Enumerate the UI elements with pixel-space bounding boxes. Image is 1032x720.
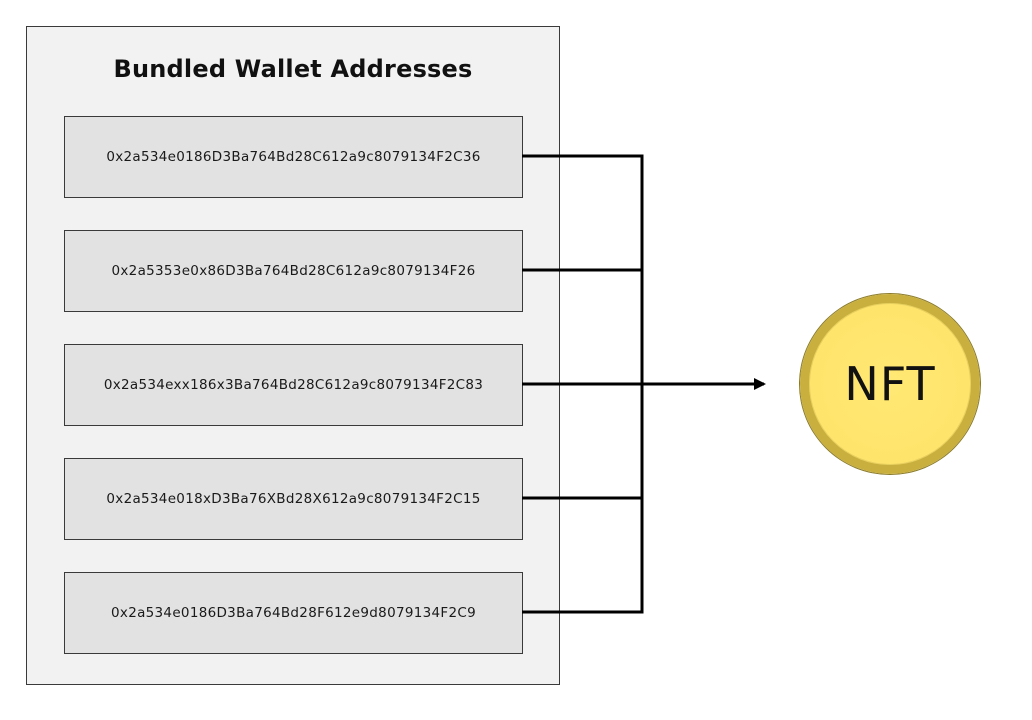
wallet-address-box: 0x2a534e0186D3Ba764Bd28C612a9c8079134F2C…	[64, 116, 523, 198]
wallet-address-text: 0x2a534e0186D3Ba764Bd28F612e9d8079134F2C…	[111, 605, 476, 621]
bundled-wallets-panel: Bundled Wallet Addresses 0x2a534e0186D3B…	[26, 26, 560, 685]
wallet-address-text: 0x2a534e018xD3Ba76XBd28X612a9c8079134F2C…	[106, 491, 481, 507]
wallet-address-box: 0x2a534e0186D3Ba764Bd28F612e9d8079134F2C…	[64, 572, 523, 654]
panel-title: Bundled Wallet Addresses	[113, 55, 473, 83]
nft-label: NFT	[844, 357, 936, 411]
wallet-address-box: 0x2a534exx186x3Ba764Bd28C612a9c8079134F2…	[64, 344, 523, 426]
wallet-address-text: 0x2a534e0186D3Ba764Bd28C612a9c8079134F2C…	[106, 149, 481, 165]
wallet-address-box: 0x2a5353e0x86D3Ba764Bd28C612a9c8079134F2…	[64, 230, 523, 312]
wallet-address-box: 0x2a534e018xD3Ba76XBd28X612a9c8079134F2C…	[64, 458, 523, 540]
nft-token: NFT	[800, 294, 980, 474]
wallet-address-text: 0x2a5353e0x86D3Ba764Bd28C612a9c8079134F2…	[111, 263, 476, 279]
wallet-address-text: 0x2a534exx186x3Ba764Bd28C612a9c8079134F2…	[103, 377, 484, 393]
